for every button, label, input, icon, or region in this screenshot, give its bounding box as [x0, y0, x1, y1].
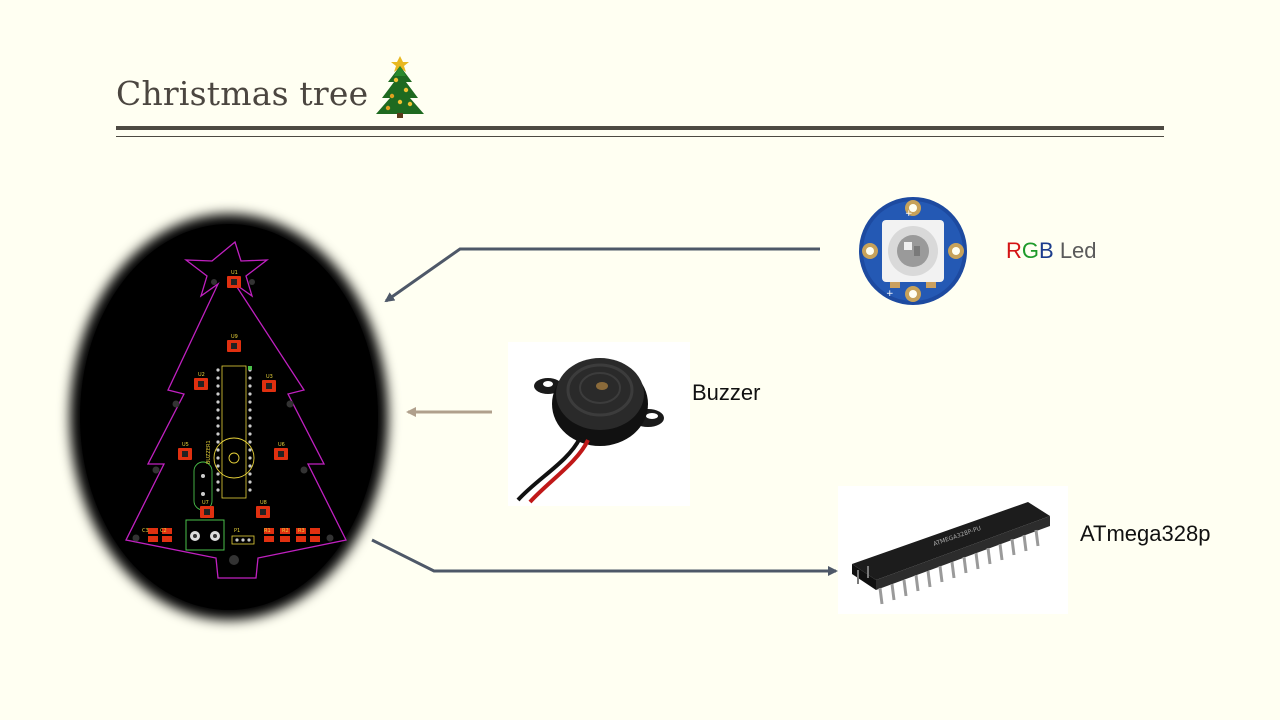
buzzer-label: Buzzer	[692, 380, 760, 406]
svg-text:+: +	[905, 209, 913, 219]
svg-text:+: +	[886, 289, 894, 299]
led-label-b: B	[1039, 238, 1054, 263]
buzzer-image	[508, 342, 690, 506]
rgb-led-label: RGB Led	[1006, 238, 1097, 264]
arrow-pcb-to-mcu	[372, 540, 836, 571]
arrow-led-to-pcb	[386, 249, 820, 301]
led-label-r: R	[1006, 238, 1022, 263]
atmega-label: ATmega328p	[1080, 521, 1210, 547]
led-label-g: G	[1022, 238, 1039, 263]
led-label-rest: Led	[1054, 238, 1097, 263]
atmega-chip-image: ATMEGA328P-PU	[838, 486, 1068, 614]
rgb-led-module-image: + +	[858, 196, 968, 306]
